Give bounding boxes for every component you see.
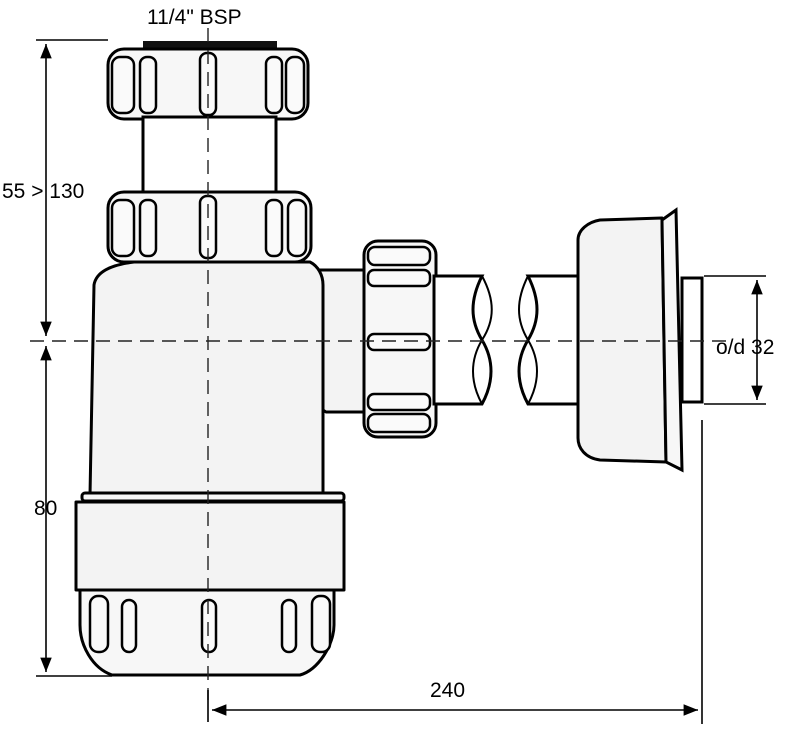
- bottom-cap: [74, 491, 346, 677]
- outlet-length-label: 240: [430, 679, 465, 702]
- lower-height-label: 80: [34, 497, 57, 520]
- upper-body-nut: [106, 190, 313, 264]
- thread-top: [143, 41, 277, 51]
- height-range-label: 55 > 130: [2, 180, 84, 203]
- wall-connector: [576, 207, 704, 473]
- outlet-pipe: [432, 274, 586, 406]
- tailpiece-tube: [141, 115, 278, 195]
- bottle-body: [88, 260, 325, 497]
- outlet-diameter-label: o/d 32: [716, 336, 774, 359]
- inlet-thread-label: 11/4" BSP: [147, 6, 242, 29]
- dimension-lines: [36, 39, 766, 724]
- outlet-nut: [362, 239, 438, 439]
